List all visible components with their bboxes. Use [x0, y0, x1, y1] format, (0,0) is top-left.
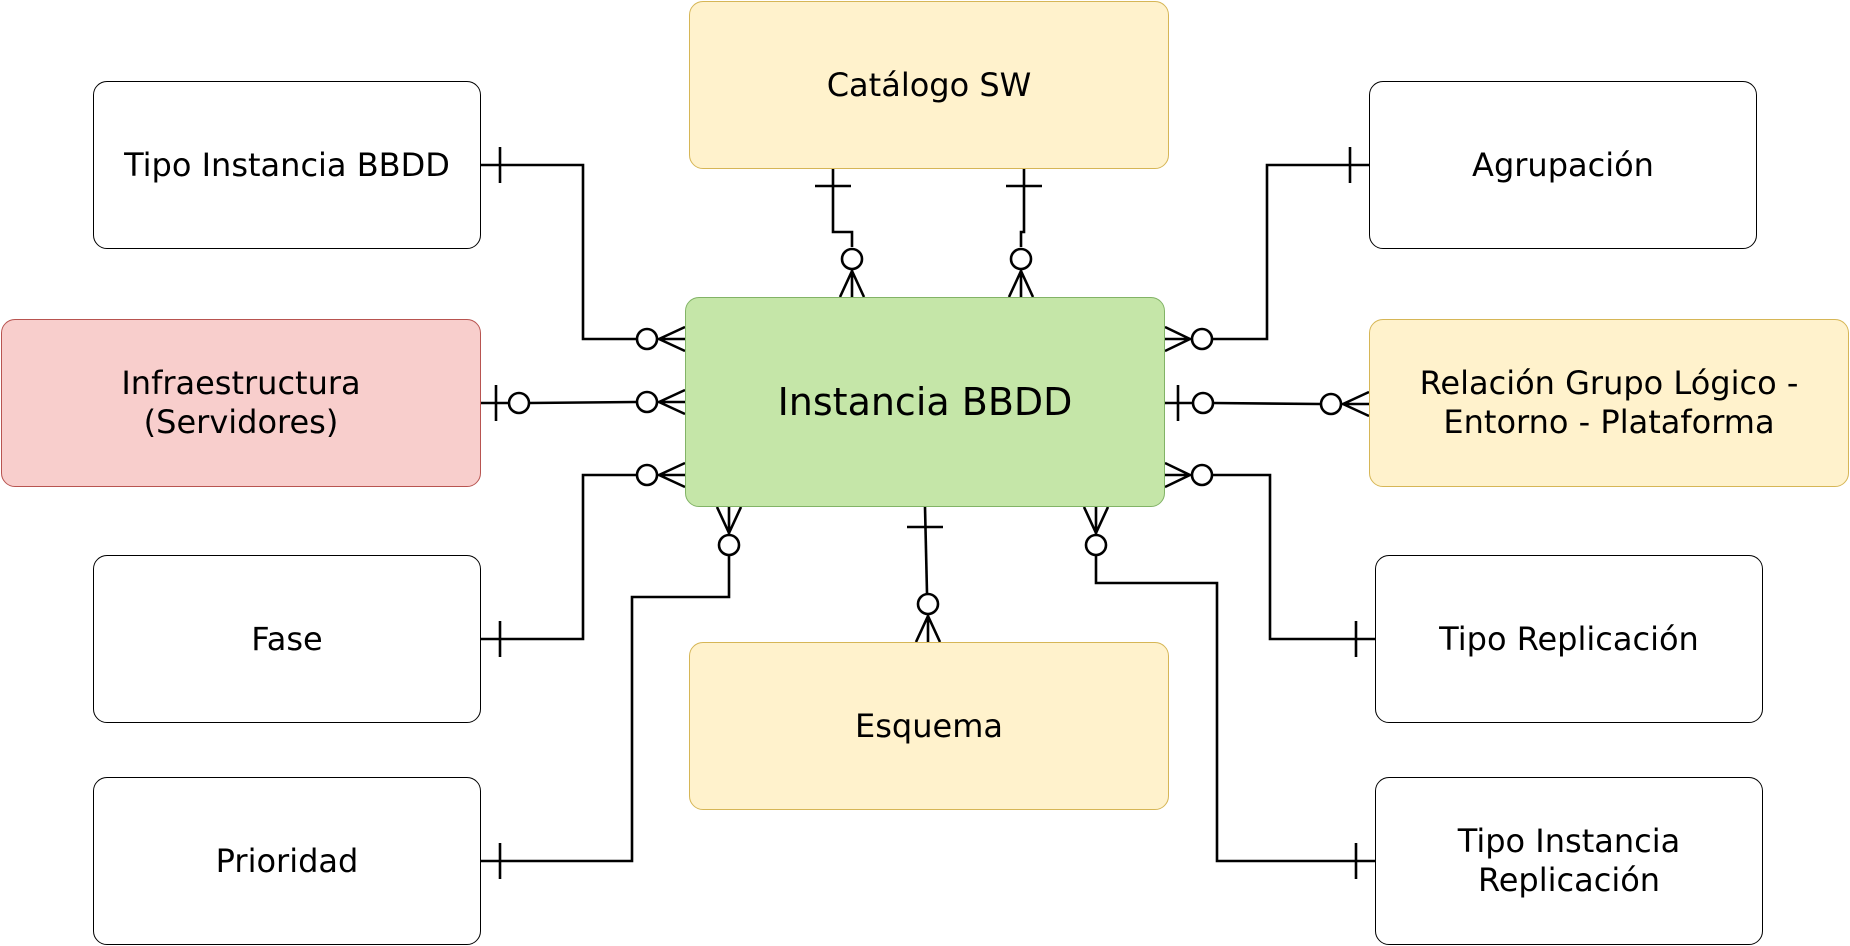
- entity-label: Relación Grupo Lógico - Entorno - Plataf…: [1419, 364, 1799, 441]
- rel-prioridad-instancia: [481, 506, 743, 879]
- entity-label: Tipo Instancia Replicación: [1457, 822, 1681, 899]
- rel-tipo-inst-repl-instancia: [1082, 506, 1375, 879]
- entity-infraestructura[interactable]: Infraestructura (Servidores): [1, 319, 481, 487]
- rel-catalogo-instancia-1: [815, 168, 866, 298]
- entity-label: Instancia BBDD: [777, 379, 1073, 424]
- rel-esquema-instancia: [907, 506, 943, 643]
- entity-label: Catálogo SW: [826, 65, 1032, 104]
- entity-label: Fase: [251, 619, 323, 658]
- entity-agrupacion[interactable]: Agrupación: [1369, 81, 1757, 249]
- rel-agrupacion-instancia: [1164, 147, 1369, 353]
- entity-fase[interactable]: Fase: [93, 555, 481, 723]
- entity-tipo-instancia-replicacion[interactable]: Tipo Instancia Replicación: [1375, 777, 1763, 945]
- entity-tipo-instancia-bbdd[interactable]: Tipo Instancia BBDD: [93, 81, 481, 249]
- rel-catalogo-instancia-2: [1006, 168, 1042, 298]
- entity-instancia-bbdd[interactable]: Instancia BBDD: [685, 297, 1165, 507]
- entity-esquema[interactable]: Esquema: [689, 642, 1169, 810]
- entity-label: Prioridad: [215, 841, 359, 880]
- rel-tipo-instancia-instancia: [481, 147, 686, 353]
- entity-relacion-grupo-logico[interactable]: Relación Grupo Lógico - Entorno - Plataf…: [1369, 319, 1849, 487]
- entity-catalogo-sw[interactable]: Catálogo SW: [689, 1, 1169, 169]
- entity-label: Esquema: [855, 706, 1003, 745]
- entity-prioridad[interactable]: Prioridad: [93, 777, 481, 945]
- rel-fase-instancia: [481, 461, 686, 657]
- rel-infra-instancia: [481, 385, 686, 421]
- rel-relacion-instancia: [1165, 385, 1370, 421]
- entity-label: Agrupación: [1472, 145, 1654, 184]
- entity-label: Tipo Replicación: [1439, 619, 1699, 658]
- rel-tipo-replicacion-instancia: [1164, 461, 1375, 657]
- entity-tipo-replicacion[interactable]: Tipo Replicación: [1375, 555, 1763, 723]
- entity-label: Tipo Instancia BBDD: [124, 145, 450, 184]
- entity-label: Infraestructura (Servidores): [121, 364, 361, 441]
